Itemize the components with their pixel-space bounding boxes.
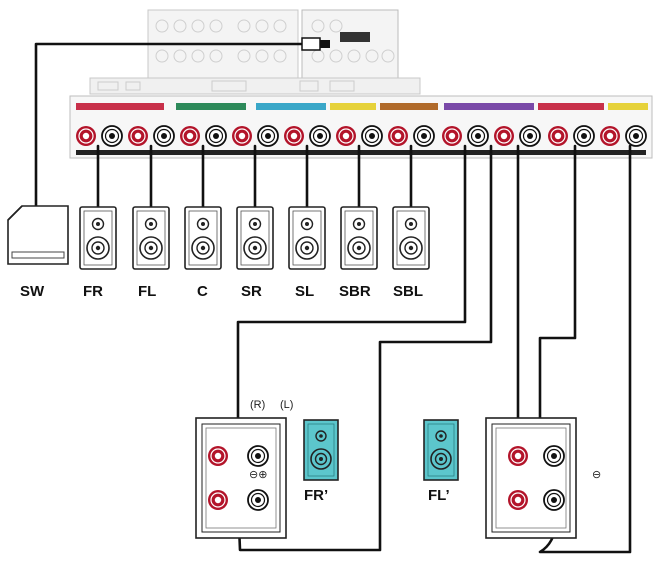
label-fr: FR xyxy=(83,283,103,300)
label-fr-prime: FR’ xyxy=(304,487,328,504)
label-l: (L) xyxy=(280,399,293,411)
speaker-sbl xyxy=(392,206,430,270)
label-sw: SW xyxy=(20,283,45,300)
label-minus: ⊖ xyxy=(592,469,601,481)
label-sbr: SBR xyxy=(339,283,371,300)
fr-prime-terminal-plate xyxy=(195,417,287,539)
subwoofer xyxy=(7,205,69,265)
speaker-sbr xyxy=(340,206,378,270)
speaker-fr xyxy=(79,206,117,270)
label-fl: FL xyxy=(138,283,156,300)
label-minus-plus: ⊖⊕ xyxy=(249,469,267,481)
label-sbl: SBL xyxy=(393,283,423,300)
speaker-fr-prime xyxy=(303,419,339,481)
speaker-fl xyxy=(132,206,170,270)
label-c: C xyxy=(197,283,208,300)
label-r: (R) xyxy=(250,399,265,411)
label-fl-prime: FL’ xyxy=(428,487,450,504)
speaker-fl-prime xyxy=(423,419,459,481)
label-sl: SL xyxy=(295,283,314,300)
speaker-c xyxy=(184,206,222,270)
speaker-sl xyxy=(288,206,326,270)
fl-prime-terminal-plate xyxy=(485,417,577,539)
speaker-sr xyxy=(236,206,274,270)
label-sr: SR xyxy=(241,283,262,300)
